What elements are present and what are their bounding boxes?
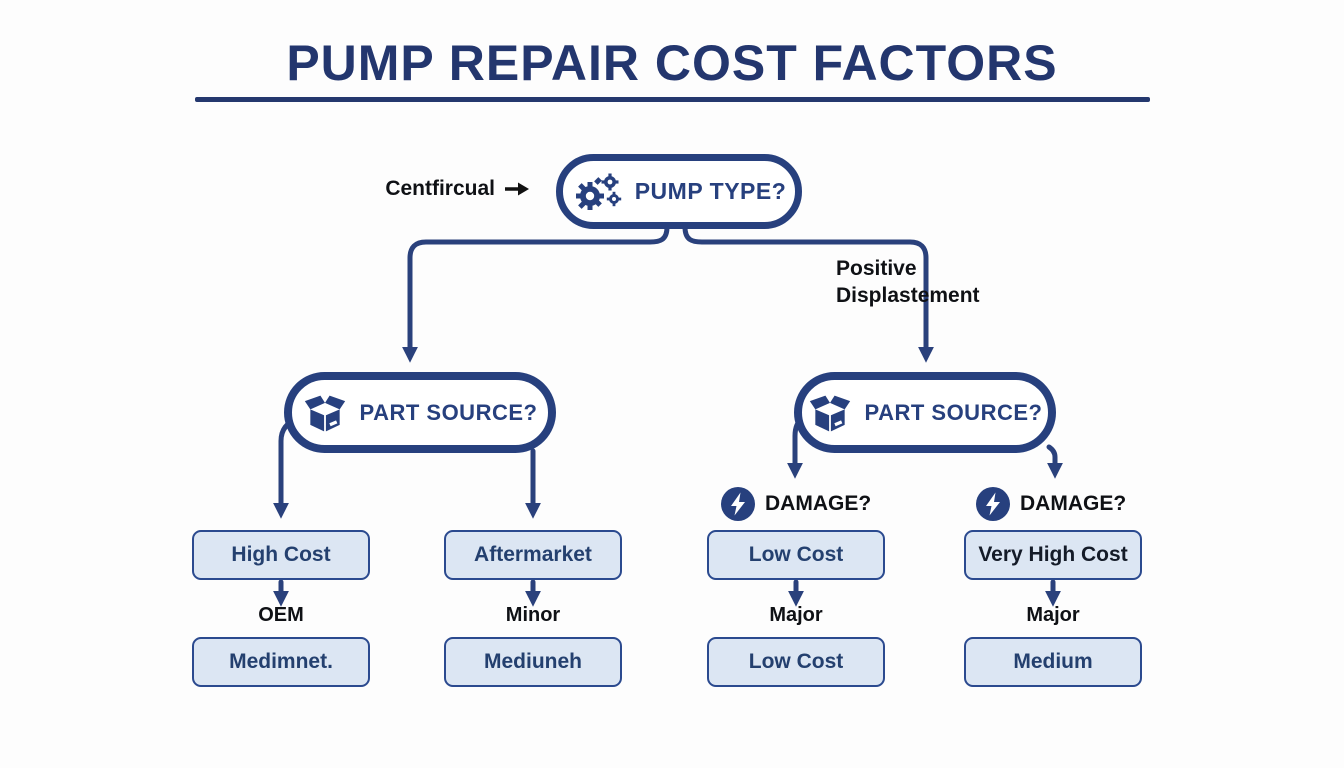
branch-label-line1: Positive: [836, 257, 917, 280]
lightning-icon: [721, 487, 755, 521]
damage-left-text: DAMAGE?: [765, 492, 872, 515]
pump-type-node: PUMP TYPE?: [556, 154, 802, 229]
outcome-box-medium-3: Medium: [964, 637, 1142, 687]
mid-label-minor: Minor: [505, 604, 561, 626]
outcome-box-very-high-cost: Very High Cost: [964, 530, 1142, 580]
mid-label-major-2: Major: [1026, 604, 1080, 626]
part-source-left-label: PART SOURCE?: [359, 399, 538, 425]
branch-label-line2: Displastement: [836, 284, 980, 307]
mid-label-major-1: Major: [769, 604, 823, 626]
arrow-right-icon: [504, 181, 530, 197]
outcome-box-medium-2: Mediuneh: [444, 637, 622, 687]
centrifugal-branch-text: Centfircual: [385, 177, 495, 200]
outcome-box-medium-1: Medimnet.: [192, 637, 370, 687]
damage-right-text: DAMAGE?: [1020, 492, 1127, 515]
outcome-box-high-cost: High Cost: [192, 530, 370, 580]
mid-label-oem: OEM: [258, 604, 304, 626]
part-source-node-left: PART SOURCE?: [284, 372, 556, 453]
package-icon: [808, 391, 852, 435]
centrifugal-branch-label: Centfircual: [300, 177, 530, 201]
outcome-box-aftermarket: Aftermarket: [444, 530, 622, 580]
outcome-box-low-cost-top: Low Cost: [707, 530, 885, 580]
damage-label-right: DAMAGE?: [976, 486, 1126, 522]
damage-label-left: DAMAGE?: [721, 486, 871, 522]
part-source-right-label: PART SOURCE?: [864, 399, 1043, 425]
page-title: PUMP REPAIR COST FACTORS: [286, 35, 1058, 91]
positive-displacement-branch-label: Positive Displastement: [836, 255, 980, 309]
gears-icon: [572, 171, 622, 213]
outcome-box-low-cost-bottom: Low Cost: [707, 637, 885, 687]
pump-type-label: PUMP TYPE?: [634, 178, 787, 204]
lightning-icon: [976, 487, 1010, 521]
part-source-node-right: PART SOURCE?: [794, 372, 1056, 453]
package-icon: [303, 391, 347, 435]
title-underline: [195, 97, 1150, 102]
